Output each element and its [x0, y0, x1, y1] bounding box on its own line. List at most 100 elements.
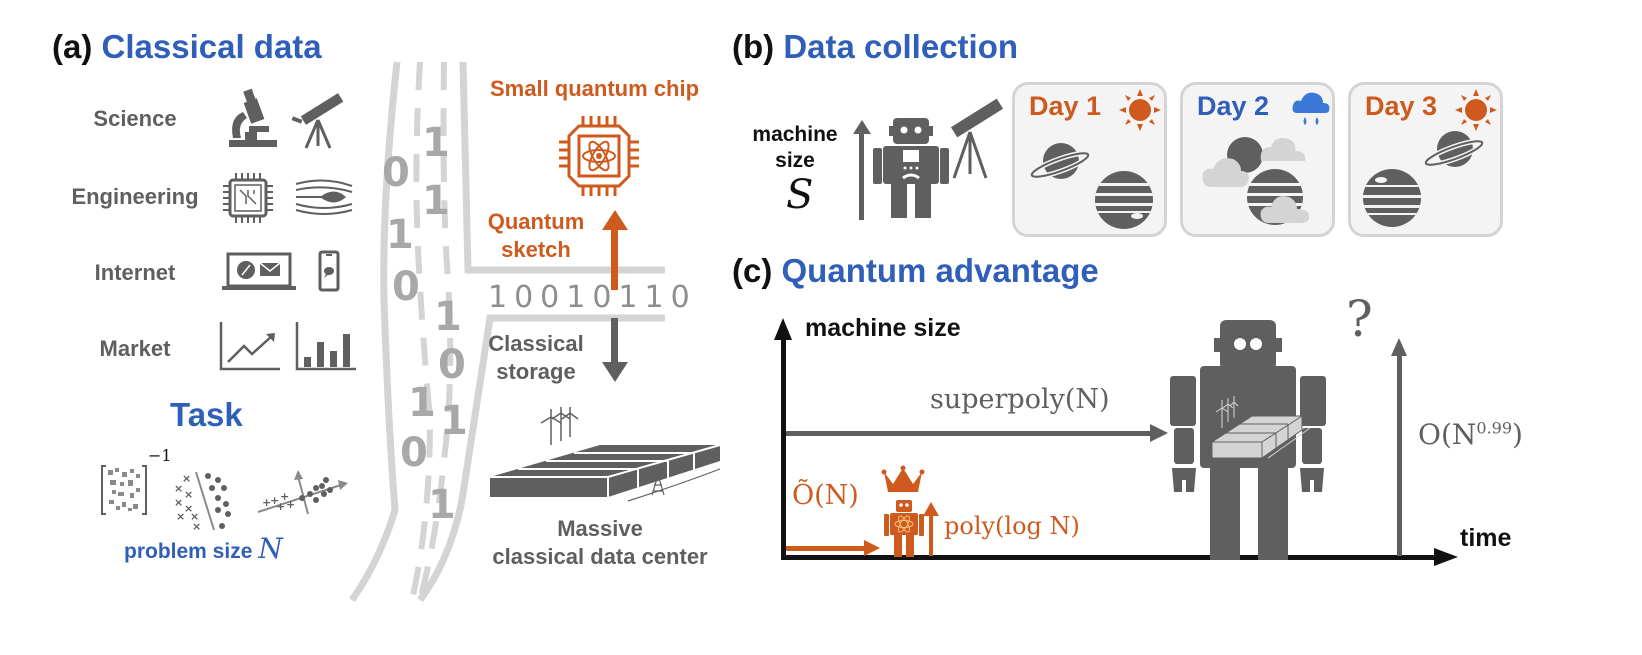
quantum-data-label: Õ(N) — [792, 480, 859, 511]
machine-size-symbol: S — [786, 172, 814, 218]
x-axis-label: time — [1460, 524, 1512, 552]
quantum-sketch-line-2: sketch — [501, 237, 571, 262]
jupiter-icon — [1095, 171, 1153, 229]
data-center-icon — [490, 407, 721, 502]
stream-left-edge — [349, 61, 401, 603]
svg-text:+: + — [270, 494, 279, 507]
classification-icon: ×××× ×××× — [174, 471, 231, 533]
svg-text:×: × — [190, 510, 199, 523]
robot-icon — [873, 118, 949, 218]
stream-digit: 1 — [440, 398, 468, 444]
svg-text:×: × — [182, 472, 191, 485]
matrix-exponent: −1 — [148, 446, 172, 465]
question-mark: ? — [1346, 290, 1373, 348]
stream-digit: 0 — [382, 150, 410, 196]
line-trend-icon — [219, 322, 280, 371]
machine-size-line-1: machine — [752, 123, 838, 146]
crown-icon — [881, 465, 925, 492]
panel-a-name: Classical data — [101, 28, 322, 65]
quantum-sketch-arrow — [602, 210, 628, 290]
quantum-data-arrow-shaft — [786, 546, 866, 551]
category-engineering-label: Engineering — [71, 184, 199, 209]
panel-c-name: Quantum advantage — [781, 252, 1099, 289]
y-axis — [781, 332, 786, 558]
quantum-sketch-line-1: Quantum — [487, 209, 585, 234]
svg-text:+: + — [280, 490, 289, 503]
problem-size-symbol: N — [258, 532, 283, 565]
stream-digit: 1 — [386, 212, 414, 258]
classical-storage-line-1: Classical — [488, 331, 584, 356]
telescope-icon — [291, 93, 344, 149]
stream-digit: 1 — [408, 380, 436, 426]
machine-size-label: machine size — [745, 122, 845, 174]
stream-digit: 0 — [392, 264, 420, 310]
svg-text:+: + — [262, 496, 271, 509]
day-card-3: Day 3 — [1348, 82, 1503, 237]
bar-chart-icon — [295, 322, 356, 371]
svg-text:+: + — [276, 500, 285, 513]
classical-size-base: O(N — [1418, 418, 1477, 451]
panel-b-title: (b) Data collection — [732, 28, 1018, 66]
saturn-icon — [1423, 131, 1485, 168]
airflow-icon — [295, 179, 353, 215]
panel-a-letter: (a) — [52, 28, 93, 65]
category-market-label: Market — [99, 336, 171, 361]
day-1-label: Day 1 — [1029, 91, 1102, 121]
machine-size-arrow — [853, 120, 871, 220]
day-2-label: Day 2 — [1197, 91, 1270, 121]
machine-size-line-2: size — [775, 149, 815, 172]
stream-digit: 1 — [434, 294, 462, 340]
quantum-chip-label: Small quantum chip — [490, 76, 700, 101]
sun-icon — [1119, 89, 1161, 131]
quantum-chip-icon — [559, 116, 639, 196]
panel-b-letter: (b) — [732, 28, 775, 65]
clouded-planets-icon — [1202, 137, 1310, 225]
stream-lane-1 — [409, 61, 434, 601]
data-center-line-2: classical data center — [492, 544, 708, 569]
laptop-compass-mail-icon — [222, 252, 296, 290]
rain-cloud-icon — [1292, 92, 1330, 125]
classical-storage-line-2: storage — [496, 359, 576, 384]
binary-string: 10010110 — [488, 280, 697, 315]
stream-lane-2 — [417, 61, 454, 601]
poly-log-label: poly(log N) — [944, 512, 1080, 540]
category-internet-label: Internet — [94, 260, 176, 285]
quantum-sketch-label: Quantum sketch — [476, 208, 596, 264]
classical-storage-label: Classical storage — [476, 330, 596, 386]
x-axis-arrowhead — [1434, 548, 1458, 566]
stream-digit: 0 — [400, 430, 428, 476]
saturn-icon — [1029, 143, 1091, 180]
classical-size-close: ) — [1512, 418, 1523, 451]
classical-storage-arrow — [602, 318, 628, 382]
panel-a-title: (a) Classical data — [52, 28, 322, 66]
svg-text:×: × — [174, 496, 183, 509]
classical-size-label: O(N0.99) — [1418, 418, 1523, 451]
x-axis — [781, 555, 1437, 560]
svg-text:+: + — [286, 498, 295, 511]
data-center-line-1: Massive — [557, 516, 643, 541]
phone-chat-icon — [318, 250, 340, 292]
superpoly-label: superpoly(N) — [930, 384, 1110, 415]
telescope-icon — [950, 98, 1004, 179]
quantum-data-arrowhead — [864, 540, 880, 556]
classical-size-arrow-shaft — [1397, 352, 1402, 556]
classical-size-exponent: 0.99 — [1476, 418, 1513, 438]
problem-size-label: problem size N — [124, 532, 283, 565]
svg-text:×: × — [176, 510, 185, 523]
data-center-label: Massive classical data center — [470, 515, 730, 571]
superpoly-arrowhead — [1150, 424, 1168, 442]
svg-text:×: × — [192, 520, 201, 533]
pca-regression-icon: +++++ — [257, 470, 348, 515]
panel-b-name: Data collection — [783, 28, 1019, 65]
problem-size-text: problem size — [124, 540, 253, 563]
stream-digit: 1 — [422, 120, 450, 166]
jupiter-icon — [1363, 169, 1421, 227]
sun-icon — [1455, 89, 1497, 131]
stream-digit: 0 — [438, 342, 466, 388]
day-3-label: Day 3 — [1365, 91, 1438, 121]
microscope-icon — [229, 88, 277, 147]
stream-digit: 1 — [422, 178, 450, 224]
category-science-label: Science — [93, 106, 177, 131]
